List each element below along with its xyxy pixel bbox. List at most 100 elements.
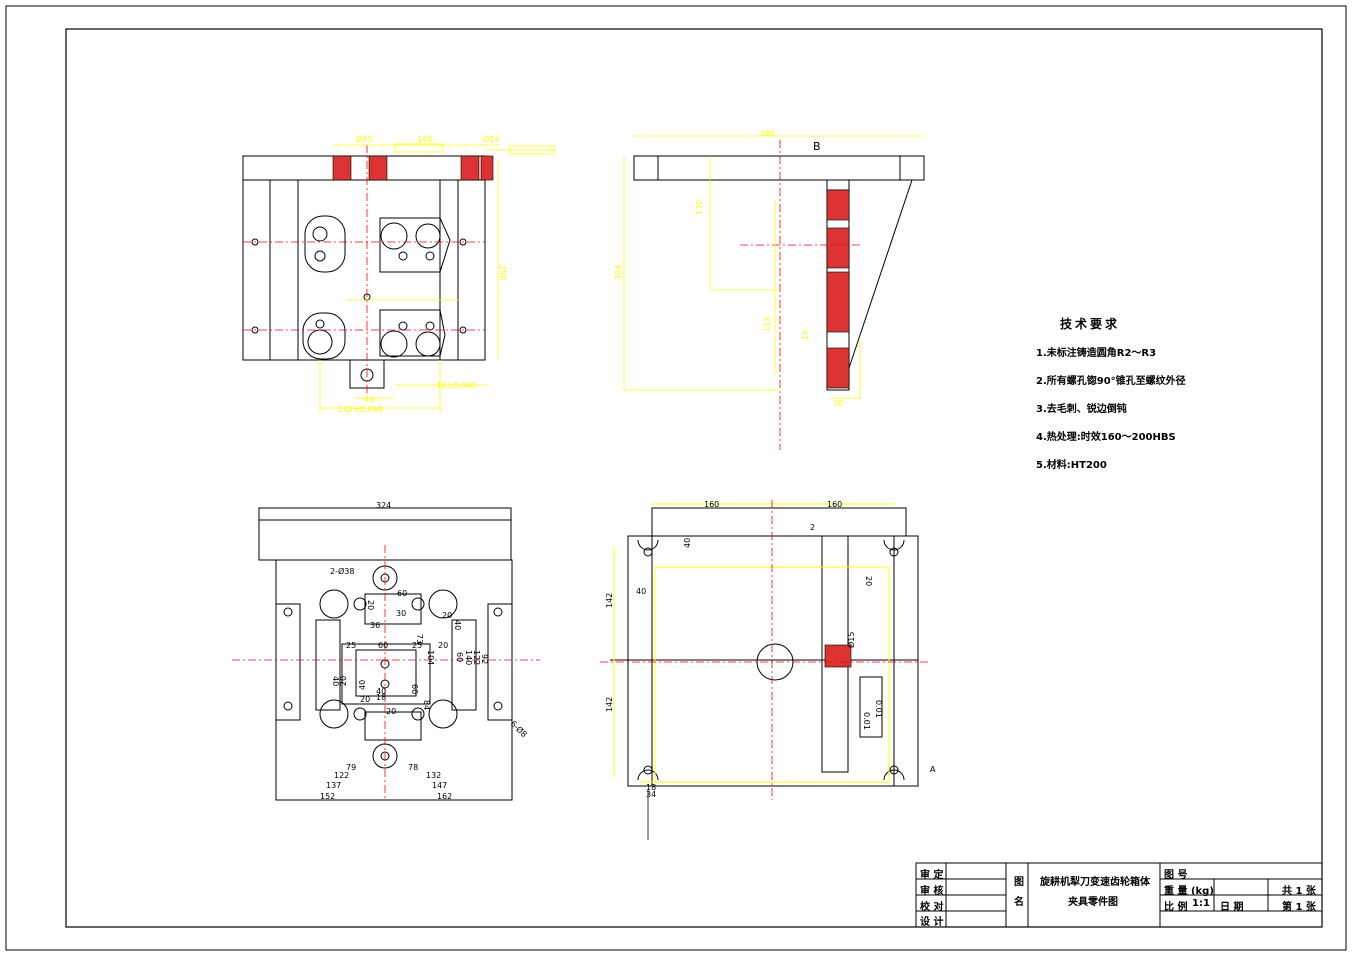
dim-bl-2d38: 2-Ø38 — [330, 566, 354, 576]
dim-bl-40b: 40 — [331, 676, 340, 686]
part-title: 旋耕机犁刀变速齿轮箱体 — [1040, 877, 1150, 888]
dim-tl-148: 148 — [417, 135, 432, 144]
dim-bl-122: 122 — [334, 771, 349, 780]
dim-br-40a: 40 — [683, 538, 692, 548]
dim-bl-162: 162 — [437, 792, 452, 801]
dim-bl-20f: 20 — [442, 611, 452, 620]
dim-bl-60c: 60 — [455, 652, 464, 662]
dim-br-tol1: 0.01 — [862, 712, 871, 730]
dim-tr-113: 113 — [763, 317, 772, 332]
dim-bl-324: 324 — [376, 501, 391, 510]
dim-bl-78: 78 — [408, 763, 418, 772]
dim-bl-20d: 20 — [339, 676, 348, 686]
dimension-labels-black: 324 2-Ø38 60 30 36 40 73 25 60 25 20 20 … — [320, 140, 936, 801]
dim-tl-142: 142±0.040 — [338, 405, 383, 414]
dim-tl-40: 40 — [364, 395, 374, 404]
tech-req-item: 4.热处理:时效160～200HBS — [1036, 432, 1176, 443]
dim-bl-60a: 60 — [397, 589, 407, 598]
bottom-right-centerlines — [600, 500, 930, 800]
role-check: 校 对 — [920, 902, 944, 913]
role-review: 审 核 — [920, 886, 944, 897]
tech-req-title: 技术要求 — [1060, 317, 1121, 331]
dim-br-20: 20 — [864, 576, 873, 586]
dim-br-d15: Ø15 — [846, 632, 856, 648]
dim-tr-30: 30 — [833, 399, 843, 408]
sheet-number: 第 1 张 — [1282, 902, 1316, 913]
outer-border — [5, 5, 1347, 951]
title-block: 审 定 审 核 校 对 设 计 图 名 旋耕机犁刀变速齿轮箱体 夹具零件图 图 … — [916, 863, 1322, 928]
dim-bl-92: 92 — [480, 654, 489, 664]
bottom-left-centerlines — [232, 545, 540, 800]
dim-bl-147: 147 — [432, 781, 447, 790]
dim-bl-79: 79 — [346, 763, 356, 772]
dim-tl-250: 250 — [498, 265, 507, 280]
dim-bl-30: 30 — [396, 609, 406, 618]
dim-bl-137: 137 — [326, 781, 341, 790]
dim-bl-104: 104 — [426, 650, 435, 665]
bottom-left-view — [258, 507, 513, 801]
dim-bl-25a: 25 — [346, 641, 356, 650]
top-left-dimensions — [319, 143, 556, 412]
scale-label: 比 例 — [1164, 902, 1188, 913]
dim-br-2: 2 — [810, 523, 815, 532]
dim-tr-170: 170 — [695, 200, 704, 215]
dim-bl-40c: 40 — [358, 680, 367, 690]
sheets-total: 共 1 张 — [1282, 886, 1316, 897]
dim-tr-380: 380 — [760, 129, 775, 138]
dim-bl-20b: 20 — [366, 600, 375, 610]
dim-br-A: A — [930, 765, 936, 774]
dim-bl-25b: 25 — [412, 641, 422, 650]
dim-bl-60d: 60 — [410, 684, 419, 694]
dim-br-18: 18 — [646, 783, 656, 792]
dim-br-142b: 142 — [605, 697, 614, 712]
dim-bl-132: 132 — [426, 771, 441, 780]
dim-tr-304: 304 — [614, 265, 623, 280]
dimension-labels-yellow: Ø45 148 Ø14 250 40±0.040 40 142±0.040 38… — [338, 129, 843, 414]
tech-req-item: 3.去毛刺、锐边倒钝 — [1036, 404, 1127, 415]
top-left-sections — [332, 155, 494, 181]
drawing-no-label: 图 号 — [1164, 870, 1188, 881]
dim-br-160b: 160 — [827, 500, 842, 509]
dim-br-tol2: 0.01 — [874, 700, 883, 718]
tech-req-item: 1.未标注铸造圆角R2～R3 — [1036, 348, 1157, 359]
top-right-dimensions — [623, 135, 924, 400]
top-left-view — [242, 155, 486, 389]
dim-br-142a: 142 — [605, 593, 614, 608]
dim-bl-40d: 40 — [376, 687, 386, 696]
tech-req-item: 5.材料:HT200 — [1036, 460, 1107, 471]
dim-br-34: 34 — [646, 790, 656, 799]
dim-bl-73: 73 — [415, 634, 424, 644]
dim-bl-140: 140 — [464, 650, 473, 665]
role-approve: 审 定 — [920, 870, 944, 881]
scale-value: 1:1 — [1192, 898, 1210, 909]
inner-border — [65, 28, 1323, 928]
dim-br-160a: 160 — [704, 500, 719, 509]
dim-bl-122v: 122 — [472, 650, 481, 665]
role-design: 设 计 — [920, 917, 944, 928]
name-label-2: 名 — [1014, 897, 1024, 908]
date-label: 日 期 — [1220, 902, 1244, 913]
technical-requirements: 技术要求 1.未标注铸造圆角R2～R3 2.所有螺孔锪90°锥孔至螺纹外径 3.… — [1036, 315, 1186, 484]
top-right-sections — [826, 189, 850, 389]
dim-bl-18: 18 — [376, 693, 386, 702]
bottom-right-sections — [824, 644, 852, 668]
title-block-grid — [915, 862, 1323, 928]
dim-bl-40a: 40 — [453, 620, 462, 630]
dim-bl-60b: 60 — [378, 641, 388, 650]
dim-bl-36: 36 — [370, 621, 380, 630]
top-right-centerlines — [740, 140, 860, 450]
part-subtitle: 夹具零件图 — [1068, 897, 1118, 908]
dim-tr-B: B — [813, 140, 821, 153]
tech-req-item: 2.所有螺孔锪90°锥孔至螺纹外径 — [1036, 376, 1186, 387]
dim-bl-152: 152 — [320, 792, 335, 801]
dim-bl-84: 84 — [422, 700, 431, 710]
dim-br-40b: 40 — [636, 587, 646, 596]
dim-tl-d45: Ø45 — [356, 134, 372, 144]
bottom-right-view — [610, 507, 919, 787]
dim-bl-20e: 20 — [360, 695, 370, 704]
dim-bl-20c: 20 — [386, 707, 396, 716]
top-right-view — [633, 155, 925, 391]
top-left-centerlines — [243, 145, 485, 395]
weight-label: 重 量 (kg) — [1164, 886, 1214, 897]
